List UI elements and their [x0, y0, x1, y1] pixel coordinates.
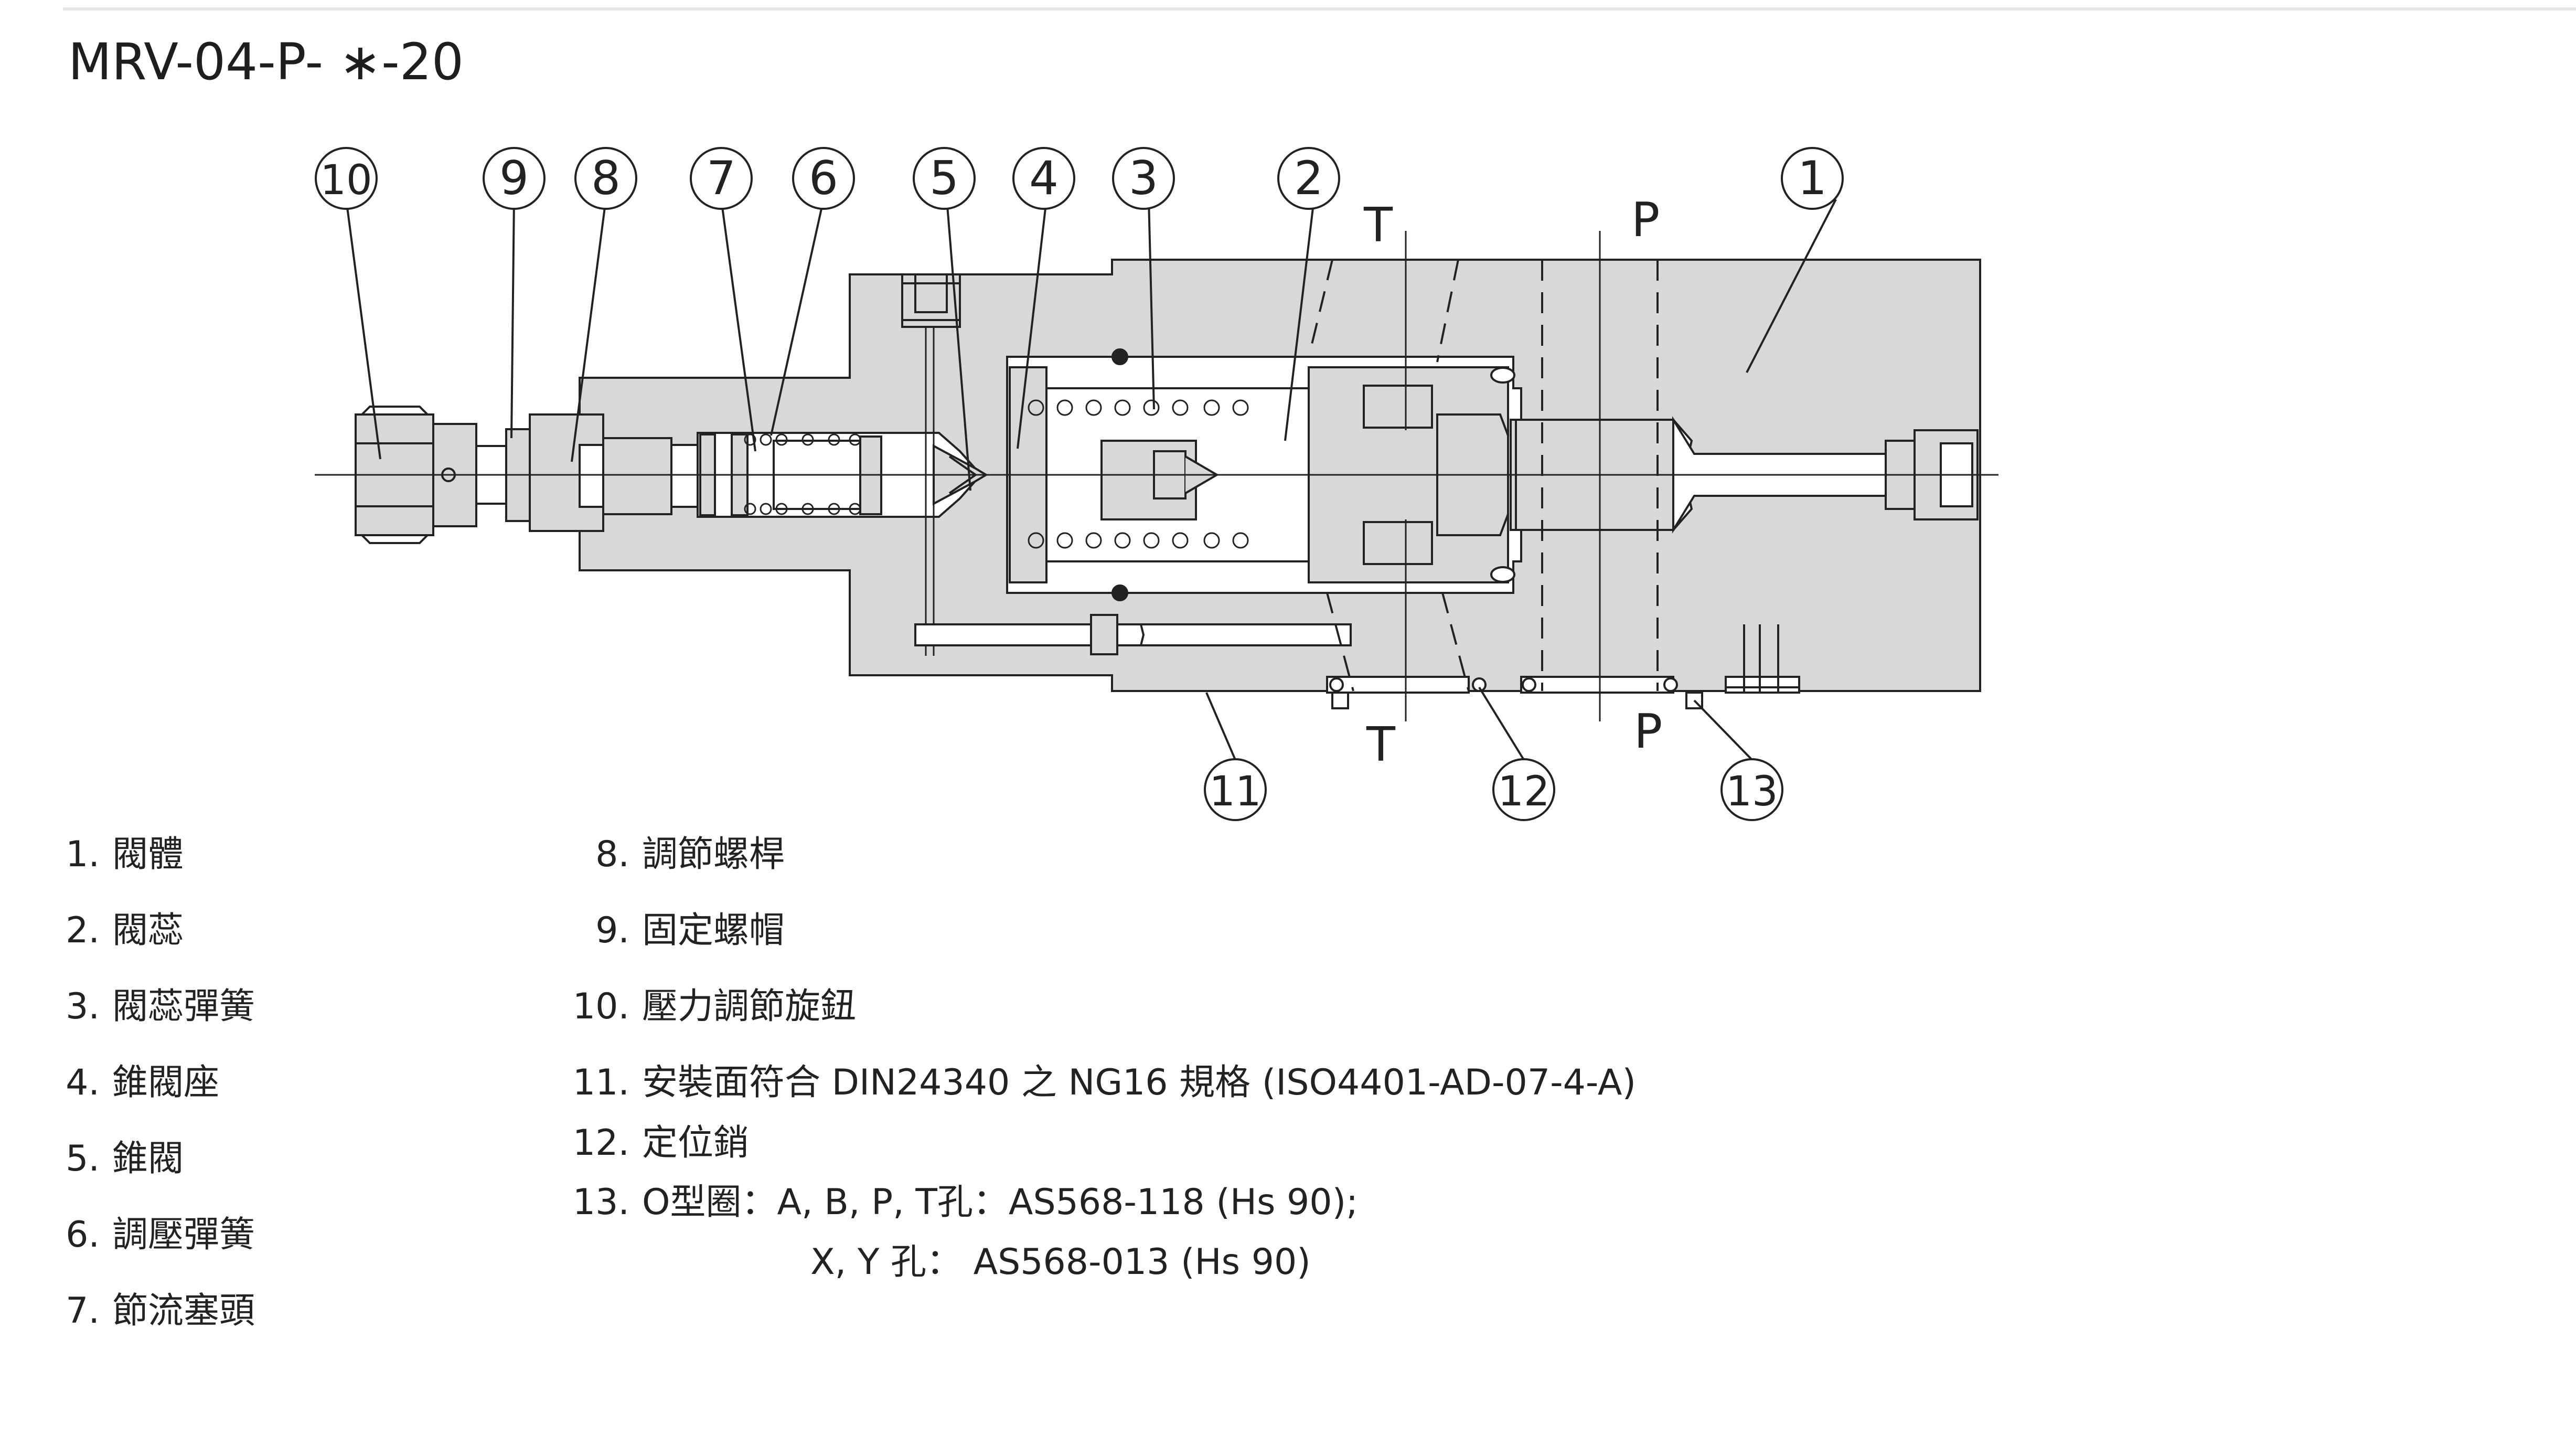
callout-number-8: 8 — [591, 151, 621, 205]
part-number: 3. — [66, 986, 100, 1027]
part-item-3: 3. 閥蕊彈簧 — [31, 989, 255, 1025]
callout-number-7: 7 — [707, 151, 736, 205]
callout-number-9: 9 — [499, 151, 529, 205]
part-item-7: 7. 節流塞頭 — [31, 1293, 255, 1329]
callout-circle-2 — [1277, 147, 1340, 210]
part-description: 閥蕊 — [112, 910, 184, 951]
part-item-6: 6. 調壓彈簧 — [31, 1217, 255, 1253]
part-item-11: 11. 安裝面符合 DIN24340 之 NG16 規格 (ISO4401-AD-… — [559, 1065, 1636, 1101]
part-item-13: 13. O型圈：A, B, P, T孔：AS568-118 (Hs 90); — [559, 1185, 1358, 1220]
part-description: 調節螺桿 — [642, 834, 785, 875]
callout-circle-1 — [1781, 147, 1844, 210]
port-label-t-top: T — [1363, 198, 1393, 253]
part-description: 安裝面符合 DIN24340 之 NG16 規格 (ISO4401-AD-07-… — [642, 1062, 1636, 1103]
part-description: 壓力調節旋鈕 — [642, 986, 857, 1027]
part-number: 2. — [66, 910, 100, 951]
part-item-12: 12. 定位銷 — [559, 1125, 749, 1161]
callout-circle-12 — [1492, 758, 1555, 821]
part-description: 閥體 — [112, 834, 184, 875]
callout-circle-13 — [1720, 758, 1783, 821]
callout-number-10: 10 — [320, 157, 372, 204]
callout-number-5: 5 — [929, 151, 959, 205]
callout-circle-7 — [690, 147, 753, 210]
part-description: 錐閥座 — [112, 1062, 220, 1103]
callout-circle-6 — [792, 147, 855, 210]
drain-plug — [1090, 614, 1118, 655]
callout-circle-9 — [483, 147, 546, 210]
part-item-1: 1. 閥體 — [31, 837, 184, 873]
part-item-2: 2. 閥蕊 — [31, 913, 184, 949]
port-label-t-bottom: T — [1366, 717, 1396, 772]
part-item-8: 8. 調節螺桿 — [559, 837, 785, 873]
part-item-9: 9. 固定螺帽 — [559, 913, 785, 949]
callout-circle-4 — [1012, 147, 1075, 210]
callout-number-13: 13 — [1726, 768, 1778, 815]
o-ring — [1111, 348, 1515, 601]
part-13-continuation: X, Y 孔： AS568-013 (Hs 90) — [810, 1241, 1311, 1283]
part-description: O型圈：A, B, P, T孔：AS568-118 (Hs 90); — [642, 1182, 1359, 1223]
page-title: MRV-04-P- ∗-20 — [68, 33, 464, 91]
part-number: 11. — [572, 1062, 629, 1103]
callout-number-1: 1 — [1798, 151, 1827, 205]
callout-number-3: 3 — [1129, 151, 1158, 205]
part-description: 固定螺帽 — [642, 910, 785, 951]
callout-number-2: 2 — [1294, 151, 1323, 205]
part-description: 調壓彈簧 — [112, 1214, 255, 1256]
callout-number-6: 6 — [809, 151, 838, 205]
top-divider — [63, 7, 2576, 10]
callout-circle-11 — [1204, 758, 1267, 821]
part-number: 8. — [595, 834, 629, 875]
part-description: 節流塞頭 — [112, 1290, 255, 1332]
callout-circle-5 — [913, 147, 976, 210]
callout-circle-8 — [574, 147, 637, 210]
part-description: 閥蕊彈簧 — [112, 986, 255, 1027]
callout-circle-3 — [1112, 147, 1175, 210]
part-number: 13. — [572, 1182, 629, 1223]
part-number: 4. — [66, 1062, 100, 1103]
port-label-p-top: P — [1631, 193, 1660, 248]
part-number: 6. — [66, 1214, 100, 1256]
callout-circle-10 — [315, 147, 378, 210]
callout-number-4: 4 — [1029, 151, 1059, 205]
part-item-4: 4. 錐閥座 — [31, 1065, 219, 1101]
part-number: 5. — [66, 1138, 100, 1179]
port-label-p-bottom: P — [1634, 704, 1662, 759]
part-number: 10. — [572, 986, 629, 1027]
pilot-spring — [744, 433, 861, 515]
part-item-10: 10. 壓力調節旋鈕 — [559, 989, 856, 1025]
callout-number-12: 12 — [1498, 768, 1549, 815]
callout-number-11: 11 — [1209, 768, 1261, 815]
main-spring — [1028, 399, 1249, 549]
part-item-5: 5. 錐閥 — [31, 1141, 184, 1177]
part-description: 定位銷 — [642, 1122, 750, 1164]
part-number: 9. — [595, 910, 629, 951]
part-number: 1. — [66, 834, 100, 875]
part-number: 12. — [572, 1122, 629, 1164]
part-number: 7. — [66, 1290, 100, 1332]
part-description: 錐閥 — [112, 1138, 184, 1179]
